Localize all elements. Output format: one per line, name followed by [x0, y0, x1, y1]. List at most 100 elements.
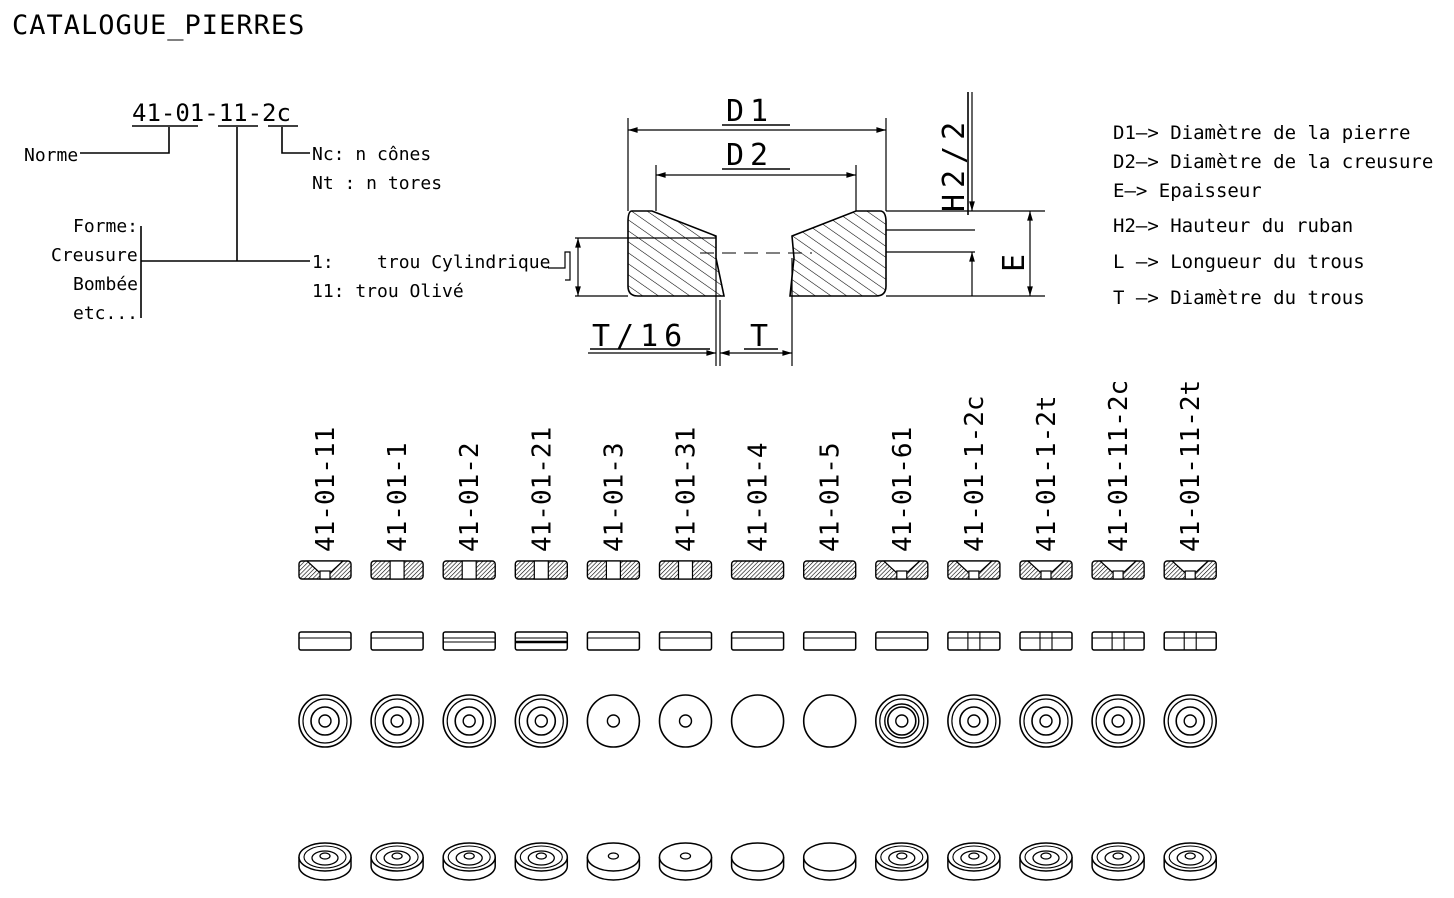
- code-example: 41-01-11-2c: [132, 99, 291, 127]
- catalogue-code: 41-01-3: [599, 442, 629, 552]
- side-view: [370, 631, 424, 651]
- perspective-view: [802, 842, 857, 881]
- catalogue-item-41-01-5: 41-01-5: [802, 442, 857, 881]
- catalogue-code: 41-01-31: [672, 427, 702, 552]
- top-view: [1019, 694, 1073, 748]
- catalogue-item-41-01-31: 41-01-31: [658, 427, 713, 881]
- cone-line-2: Nt : n tores: [312, 173, 442, 194]
- catalogue-item-41-01-1-2c: 41-01-1-2c: [947, 395, 1001, 881]
- catalogue-item-41-01-2: 41-01-2: [442, 442, 497, 881]
- legend-h2: H2—> Hauteur du ruban: [1113, 215, 1353, 237]
- page-title: CATALOGUE_PIERRES: [12, 10, 305, 41]
- catalogue-item-41-01-11-2c: 41-01-11-2c: [1091, 380, 1145, 881]
- perspective-view: [1163, 842, 1217, 881]
- catalogue-grid: 41-01-11 41-01-1 41-01-2 41-01-21 41-01-3 41-…: [298, 380, 1217, 881]
- d2-label: D2: [726, 138, 774, 173]
- perspective-view: [1019, 842, 1073, 881]
- perspective-view: [586, 842, 641, 881]
- section-view: [803, 560, 857, 580]
- catalogue-item-41-01-1-2t: 41-01-1-2t: [1019, 395, 1073, 881]
- side-view: [1091, 631, 1145, 651]
- catalogue-item-41-01-3: 41-01-3: [586, 442, 641, 881]
- section-view: [298, 560, 352, 580]
- perspective-view: [730, 842, 785, 881]
- side-view: [875, 631, 929, 651]
- side-view: [514, 631, 569, 651]
- side-view: [658, 631, 713, 651]
- top-view: [586, 694, 641, 748]
- catalogue-item-41-01-21: 41-01-21: [514, 427, 569, 881]
- catalogue-code: 41-01-2: [455, 442, 485, 552]
- code-legend: 41-01-11-2c Norme Nc: n cônes Nt : n tor…: [24, 99, 550, 324]
- top-view: [730, 694, 785, 748]
- catalogue-item-41-01-11-2t: 41-01-11-2t: [1163, 380, 1217, 881]
- perspective-view: [658, 842, 713, 881]
- catalogue-item-41-01-4: 41-01-4: [730, 442, 785, 881]
- catalogue-code: 41-01-1-2c: [960, 395, 990, 552]
- legend-l: L —> Longueur du trous: [1113, 251, 1365, 273]
- section-view: [1091, 560, 1145, 580]
- catalogue-code: 41-01-1-2t: [1032, 395, 1062, 552]
- top-view: [298, 694, 352, 748]
- h2-label: H2/2: [937, 116, 972, 212]
- dimension-legend: D1—> Diamètre de la pierre D2—> Diamètre…: [1113, 122, 1433, 309]
- forme-line-1: Forme:: [73, 216, 138, 237]
- perspective-view: [442, 842, 496, 881]
- section-view: [730, 560, 785, 580]
- side-view: [802, 631, 857, 651]
- catalogue-code: 41-01-21: [527, 427, 557, 552]
- perspective-view: [1091, 842, 1145, 881]
- side-view: [442, 631, 496, 651]
- top-view: [1163, 694, 1217, 748]
- stone-section-drawing: D1 D2 H2/2 E T/16 T: [548, 92, 1045, 366]
- forme-line-3: Bombée: [73, 274, 138, 295]
- section-view: [1163, 560, 1217, 580]
- d1-label: D1: [726, 94, 774, 129]
- catalogue-code: 41-01-4: [744, 442, 774, 552]
- catalogue-code: 41-01-11-2t: [1176, 380, 1206, 552]
- side-view: [1163, 631, 1217, 651]
- top-view: [658, 694, 713, 748]
- section-view: [1019, 560, 1073, 580]
- perspective-view: [514, 842, 569, 881]
- top-view: [370, 694, 424, 748]
- catalogue-item-41-01-1: 41-01-1: [370, 442, 424, 881]
- perspective-view: [947, 842, 1001, 881]
- top-view: [514, 694, 569, 748]
- side-view: [586, 631, 641, 651]
- section-view: [442, 560, 496, 580]
- forme-line-2: Creusure: [51, 245, 138, 266]
- section-view: [658, 560, 713, 580]
- t-label: T: [750, 319, 774, 354]
- hole-line-2: 11: trou Olivé: [312, 281, 464, 302]
- section-view: [586, 560, 641, 580]
- perspective-view: [370, 842, 424, 881]
- legend-d2: D2—> Diamètre de la creusure: [1113, 151, 1433, 173]
- section-view: [370, 560, 424, 580]
- e-label: E: [997, 248, 1032, 272]
- side-view: [947, 631, 1001, 651]
- side-view: [730, 631, 785, 651]
- catalogue-code: 41-01-61: [888, 427, 918, 552]
- top-view: [947, 694, 1001, 748]
- perspective-view: [298, 842, 352, 881]
- top-view: [802, 694, 857, 748]
- forme-line-4: etc...: [73, 303, 138, 324]
- catalogue-code: 41-01-1: [383, 442, 413, 552]
- top-view: [874, 694, 929, 748]
- legend-d1: D1—> Diamètre de la pierre: [1113, 122, 1410, 144]
- top-view: [1091, 694, 1145, 748]
- catalogue-code: 41-01-11: [311, 427, 341, 552]
- top-view: [442, 694, 497, 748]
- t16-label: T/16: [592, 319, 688, 354]
- legend-t: T —> Diamètre du trous: [1113, 287, 1365, 309]
- section-view: [514, 560, 568, 580]
- catalogue-code: 41-01-5: [816, 442, 846, 552]
- catalogue-item-41-01-61: 41-01-61: [874, 427, 929, 881]
- side-view: [298, 631, 352, 651]
- section-view: [875, 560, 929, 580]
- catalogue-code: 41-01-11-2c: [1104, 380, 1134, 552]
- section-view: [947, 560, 1001, 580]
- hole-line-1: 1: trou Cylindrique: [312, 252, 550, 273]
